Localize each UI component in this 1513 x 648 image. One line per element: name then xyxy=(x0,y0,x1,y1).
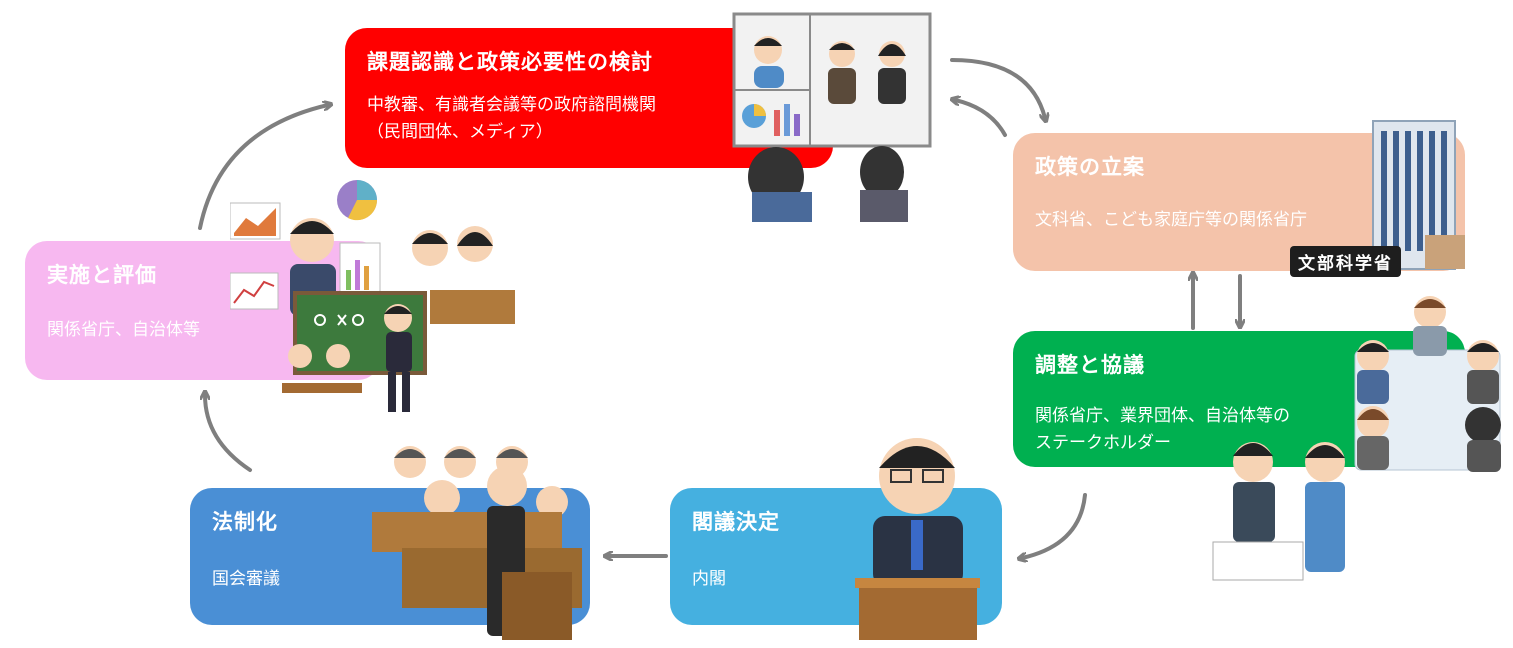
step-recognition-desc: 中教審、有識者会議等の政府諮問機関 （民間団体、メディア） xyxy=(367,95,656,142)
step-cabinet-title: 閣議決定 xyxy=(692,510,780,534)
arrow-implementation-to-recognition xyxy=(198,105,328,230)
step-coordination-desc: 関係省庁、業界団体、自治体等の ステークホルダー xyxy=(1035,406,1290,453)
stakeholder-meeting-illustration xyxy=(1212,296,1501,581)
diet-session-illustration xyxy=(372,446,582,640)
arrow-drafting-to-recognition xyxy=(955,100,1007,137)
step-legislation-desc: 国会審議 xyxy=(212,569,280,589)
step-implementation-title: 実施と評価 xyxy=(47,263,157,287)
step-recognition-title: 課題認識と政策必要性の検討 xyxy=(367,50,653,74)
step-drafting-desc: 文科省、こども家庭庁等の関係省庁 xyxy=(1035,210,1307,230)
step-drafting-title: 政策の立案 xyxy=(1035,155,1145,179)
step-implementation-desc: 関係省庁、自治体等 xyxy=(47,320,200,340)
step-coordination-title: 調整と協議 xyxy=(1035,353,1145,377)
step-cabinet-desc: 内閣 xyxy=(692,569,726,589)
ministry-sign: 文部科学省 xyxy=(1290,246,1401,277)
arrow-legislation-to-implementation xyxy=(205,395,252,472)
online-meeting-illustration xyxy=(732,12,932,222)
prime-minister-podium-illustration xyxy=(855,438,980,640)
ministry-building-illustration xyxy=(1372,120,1465,270)
arrow-recognition-to-drafting xyxy=(950,58,1045,118)
classroom-illustration xyxy=(230,180,515,412)
arrow-coordination-to-cabinet xyxy=(1022,493,1087,558)
step-legislation-title: 法制化 xyxy=(212,510,278,534)
